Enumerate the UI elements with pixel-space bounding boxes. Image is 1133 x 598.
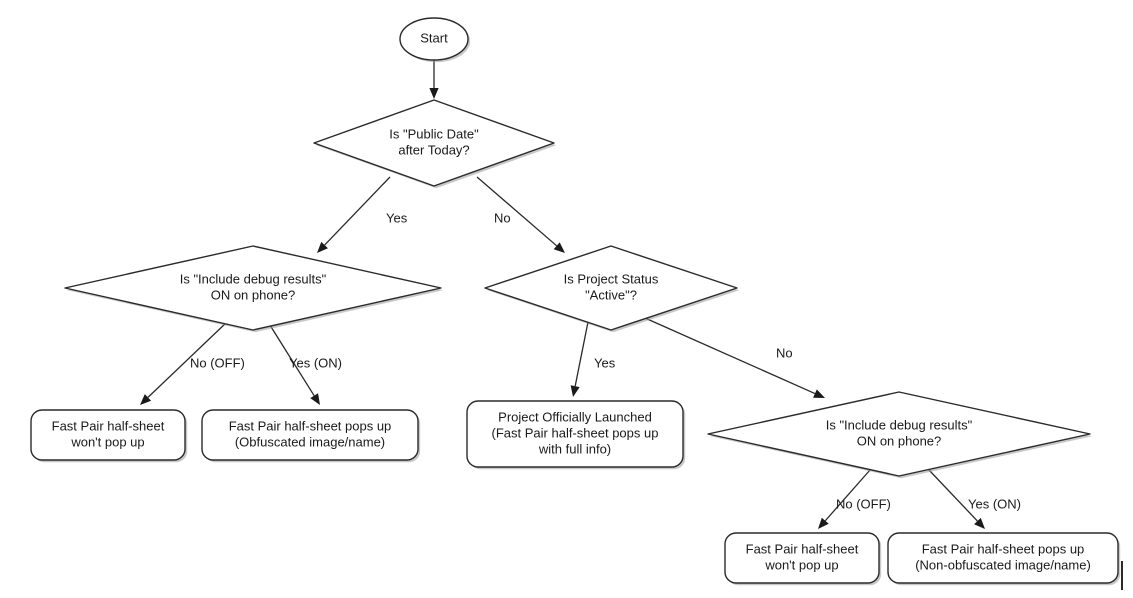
node-label-line: Start [420,30,448,45]
node-label-line: won't pop up [764,557,838,572]
edge-line [824,469,871,522]
node-project-status[interactable]: Is Project Status"Active"? [484,245,740,333]
node-label-line: ON on phone? [211,287,296,302]
edge-line [574,321,589,387]
node-label-line: (Fast Pair half-sheet pops up [492,425,659,440]
edge-debug-right-no: No (OFF) [818,469,891,529]
node-diamond [64,245,442,331]
edge-label: Yes (ON) [289,355,342,370]
edge-line [324,176,391,246]
nodes-layer: Start Is "Public Date"after Today? Is "Inc… [30,17,1121,586]
node-label-line: (Obfuscated image/name) [235,434,385,449]
node-debug-left[interactable]: Is "Include debug results"ON on phone? [64,245,444,333]
node-start[interactable]: Start [399,17,471,63]
node-label-line: won't pop up [70,434,144,449]
edge-label: No [776,345,793,360]
node-label-line: after Today? [398,142,469,157]
node-rounded-rect [30,409,186,461]
edge-arrowhead [570,385,580,397]
edge-label: Yes (ON) [968,496,1021,511]
edge-label: Yes [594,355,616,370]
node-label-line: Fast Pair half-sheet [52,418,165,433]
edge-arrowhead [974,517,985,529]
node-label-line: ON on phone? [857,433,942,448]
edge-arrowhead [310,393,320,405]
node-right-yes-on[interactable]: Fast Pair half-sheet pops up(Non-obfusca… [887,532,1121,586]
edge-arrowhead [317,241,328,253]
node-ellipse [399,17,469,61]
node-label-line: Is "Include debug results" [180,271,327,286]
node-diamond [484,245,738,331]
edge-project-status-yes: Yes [570,321,616,397]
node-label-line: (Non-obfuscated image/name) [915,557,1091,572]
edge-arrowhead [553,242,565,253]
edge-debug-left-yes: Yes (ON) [267,321,342,405]
node-label-line: Is Project Status [564,271,659,286]
edge-public-date-yes: Yes [317,176,408,253]
node-left-yes-on[interactable]: Fast Pair half-sheet pops up(Obfuscated … [201,409,421,463]
edge-debug-left-no: No (OFF) [140,321,245,405]
node-diamond [707,391,1091,477]
edge-arrowhead [429,88,439,99]
edge-line [928,469,978,522]
node-label-line: Project Officially Launched [498,409,652,424]
node-label-line: "Active"? [585,287,637,302]
node-label-line: Fast Pair half-sheet pops up [229,418,392,433]
edge-arrowhead [818,517,829,529]
edge-project-status-no: No [644,317,825,398]
node-rounded-rect [724,532,880,584]
node-launched[interactable]: Project Officially Launched(Fast Pair ha… [466,400,686,470]
edge-arrowhead [813,389,825,398]
edge-line [147,321,228,398]
node-rounded-rect [466,400,684,468]
edge-public-date-no: No [476,176,565,253]
node-label-line: Is "Public Date" [389,126,479,141]
node-rounded-rect [887,532,1119,584]
node-debug-right[interactable]: Is "Include debug results"ON on phone? [707,391,1093,479]
node-label-line: Fast Pair half-sheet [746,541,859,556]
edge-label: Yes [386,210,408,225]
edge-line [644,317,816,395]
node-label-line: Is "Include debug results" [826,417,973,432]
edge-line [267,321,315,397]
edge-line [476,176,558,247]
edge-label: No [494,210,511,225]
edge-label: No (OFF) [836,496,891,511]
node-public-date[interactable]: Is "Public Date"after Today? [313,99,557,189]
node-rounded-rect [201,409,419,461]
edge-debug-right-yes: Yes (ON) [928,469,1021,529]
edge-label: No (OFF) [190,355,245,370]
node-label-line: with full info) [538,441,611,456]
edge-arrowhead [140,394,152,405]
node-label-line: Fast Pair half-sheet pops up [922,541,1085,556]
node-diamond [313,99,555,187]
edge-start-to-public-date [429,60,439,99]
